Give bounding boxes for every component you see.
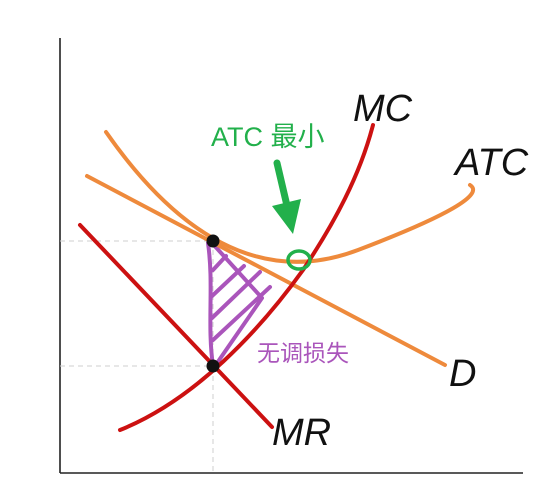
hatch-stroke xyxy=(211,285,272,342)
mc-curve xyxy=(118,123,375,432)
hatch-stroke xyxy=(211,254,228,272)
atc-min-annotation: ATC 最小 xyxy=(211,122,325,152)
atc-label: ATC xyxy=(453,142,529,184)
demand-curve xyxy=(85,174,447,367)
atc-curve xyxy=(104,130,476,264)
green-down-arrow-icon xyxy=(272,159,301,234)
monopoly-price-point xyxy=(206,234,220,248)
mr-curve xyxy=(78,223,274,429)
mc-label: MC xyxy=(353,88,413,130)
demand-label: D xyxy=(449,353,476,395)
green-circle-icon xyxy=(286,249,312,271)
mr-label: MR xyxy=(272,412,331,454)
mr-mc-intersection-point xyxy=(206,359,220,373)
hatch-stroke xyxy=(210,270,262,320)
hatch-stroke xyxy=(209,264,246,299)
deadweight-loss-annotation: 无调损失 xyxy=(257,340,349,366)
